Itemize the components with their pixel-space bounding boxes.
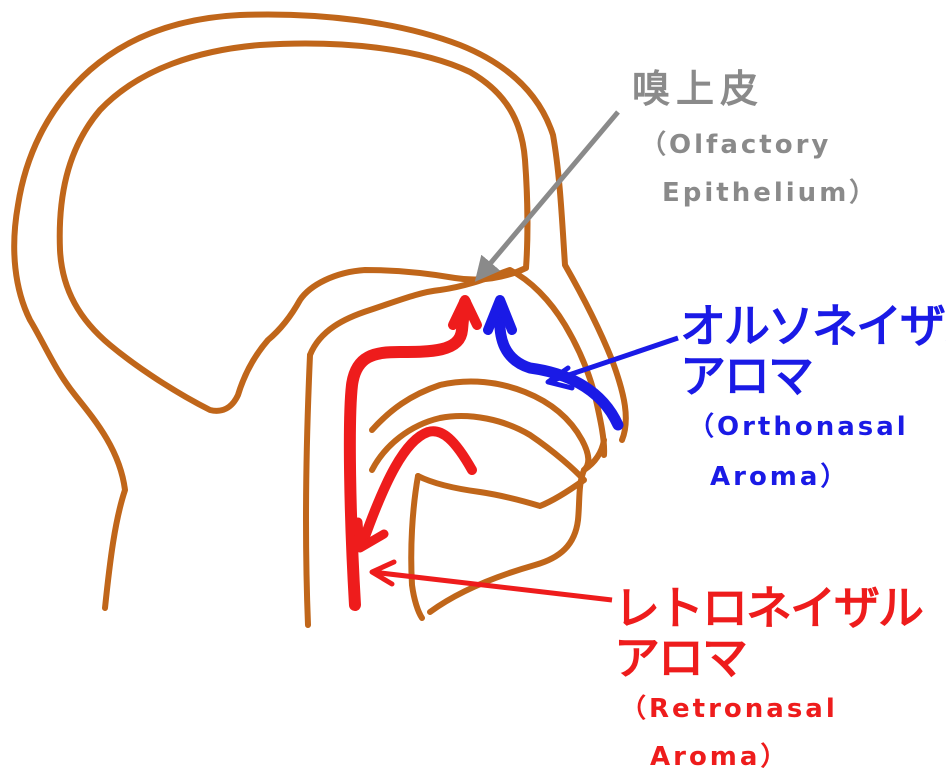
retronasal-aroma-en-label-line2: Aroma） bbox=[650, 736, 789, 773]
inner-skull-line bbox=[60, 44, 528, 411]
olfactory-epithelium-en-label-line1: （Olfactory bbox=[640, 124, 831, 161]
olfactory-epithelium-en-label-line2: Epithelium） bbox=[662, 172, 878, 209]
olfactory-epithelium-jp-label: 嗅上皮 bbox=[632, 58, 764, 113]
head-outline bbox=[14, 14, 626, 625]
orthonasal-aroma-en-label-line2: Aroma） bbox=[710, 456, 849, 493]
orthonasal-aroma-jp-label-line2: アロマ bbox=[680, 340, 812, 406]
orthonasal-aroma-en-label-line1: （Orthonasal bbox=[688, 406, 909, 443]
retronasal-flow bbox=[350, 300, 612, 605]
chin-line bbox=[430, 470, 584, 612]
jaw-line bbox=[411, 476, 422, 618]
orthonasal-label-pointer bbox=[548, 338, 678, 382]
pharynx-line bbox=[306, 355, 310, 625]
retronasal-aroma-en-label-line1: （Retronasal bbox=[620, 688, 838, 725]
retronasal-aroma-jp-label-line2: アロマ bbox=[614, 622, 746, 688]
olfactory-pointer-arrow bbox=[478, 112, 618, 278]
